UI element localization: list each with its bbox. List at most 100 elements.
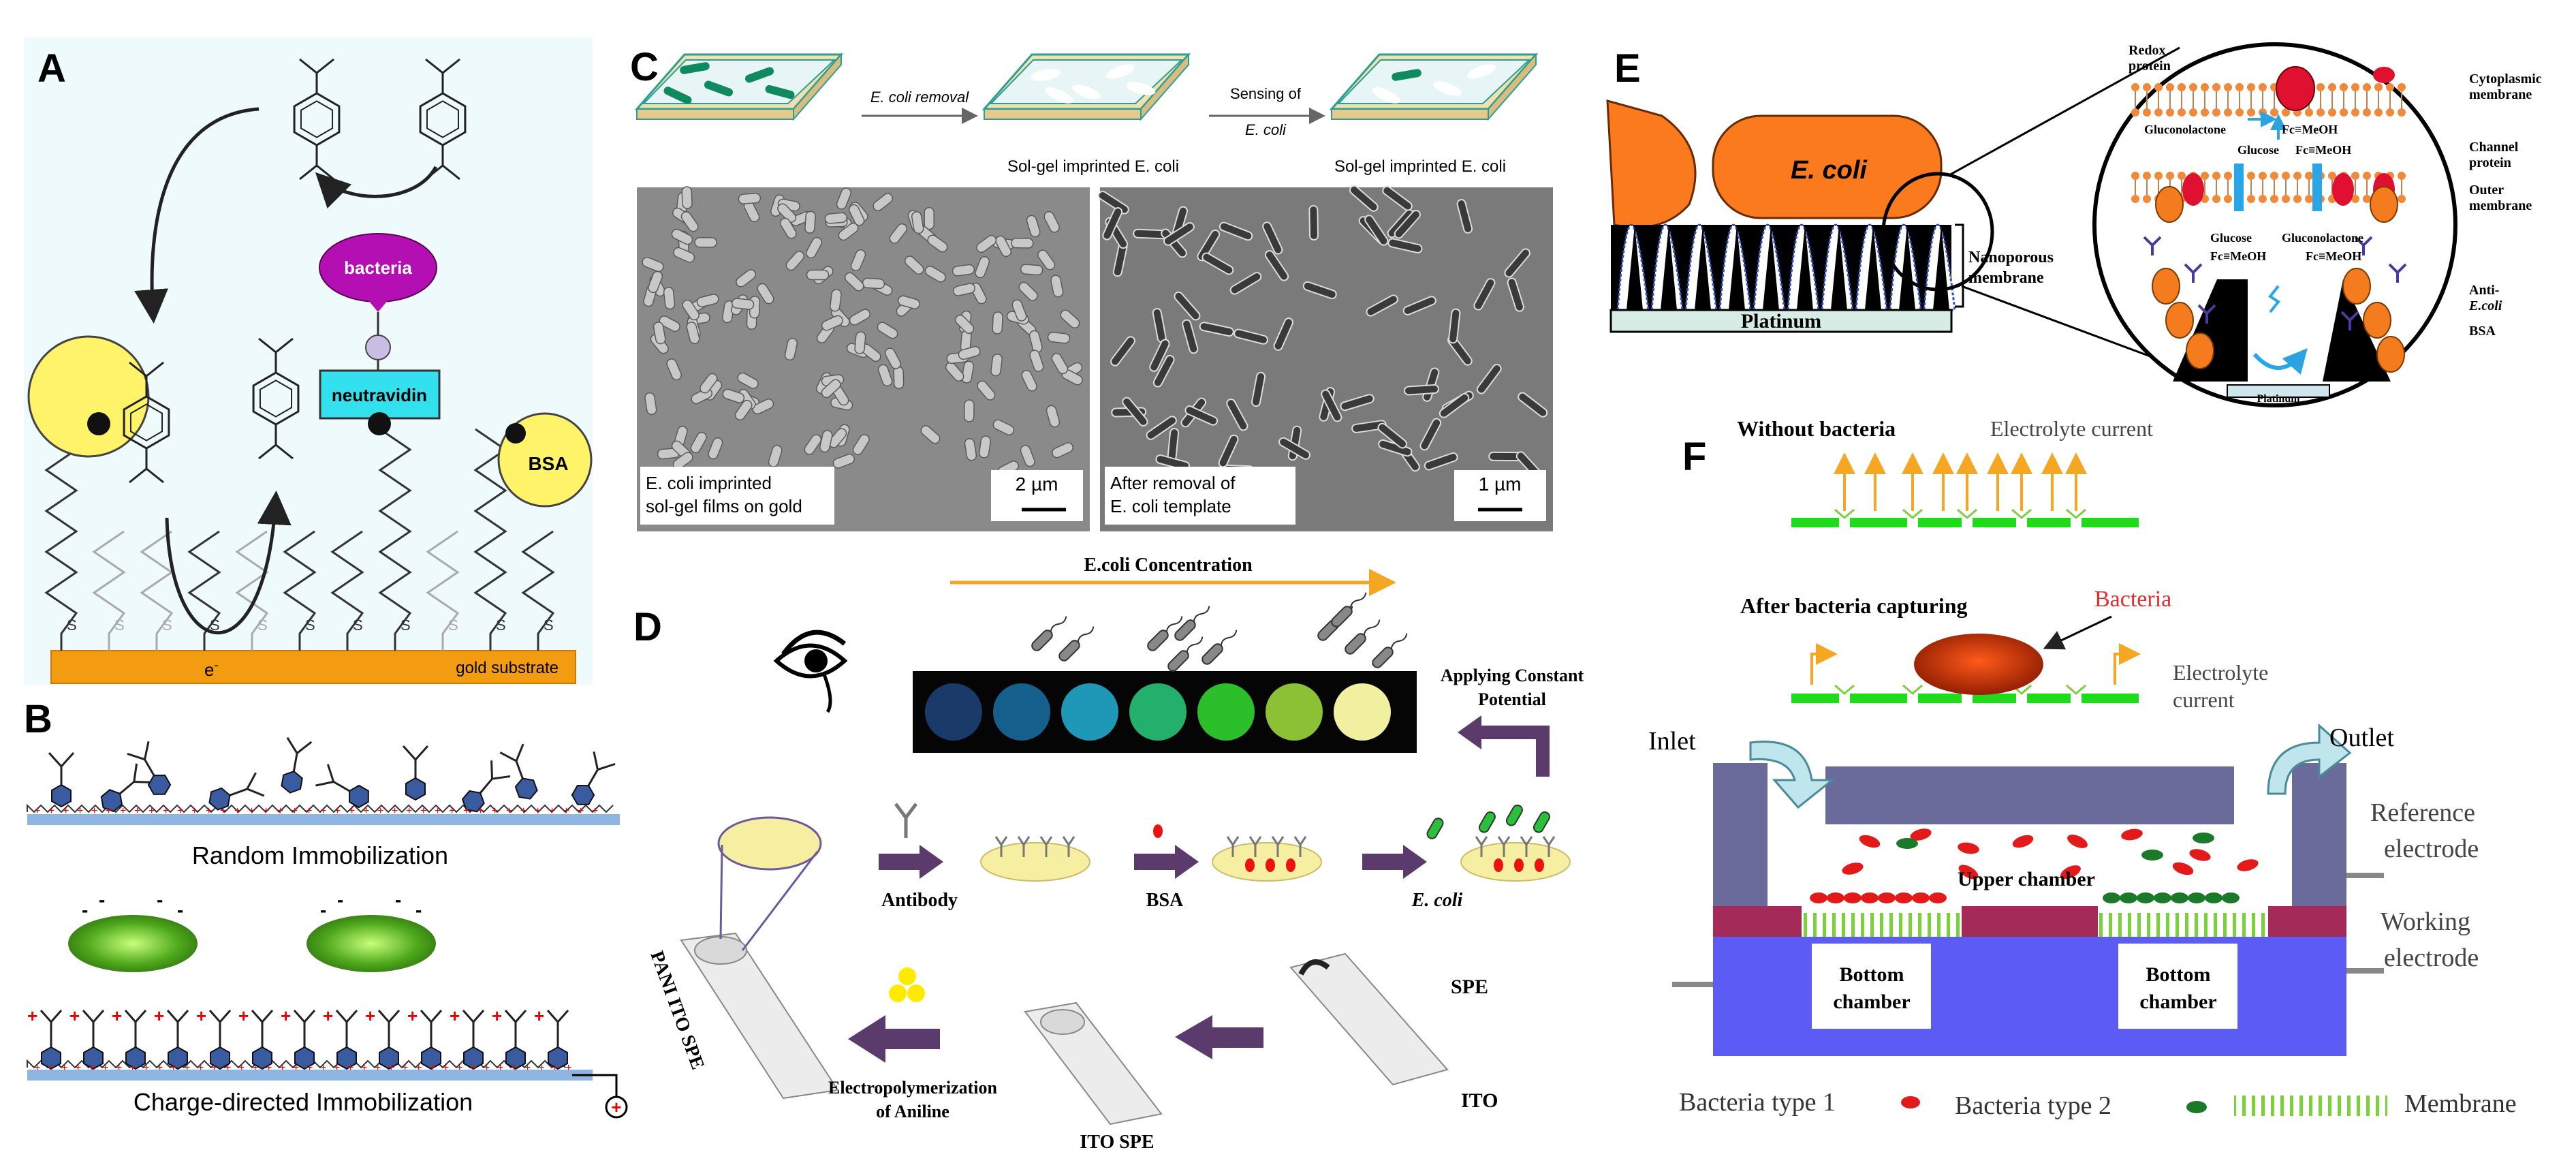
lipid-head [2259,172,2267,180]
pore-gap [1839,694,1850,703]
inlet-label: Inlet [1648,727,1696,756]
color-well [1129,683,1187,741]
surface-charge-plus: + [263,805,269,817]
lipid-head [2259,108,2267,117]
phage-head [548,1046,568,1070]
methyl [442,164,460,181]
sem-cavity [1308,205,1319,241]
redox-arrow-left [134,107,260,324]
electron-label: e- [204,658,218,680]
sem-rod [1021,369,1037,392]
surface-charge-plus: + [177,805,183,817]
surface-charge-plus: + [435,805,441,817]
sem2-scale-label: 1 µm [1479,473,1522,495]
ecoli-flagellated [1345,619,1381,655]
slide-side [1140,52,1189,121]
surface-charge-plus: + [157,1062,163,1074]
thiol-chain [92,530,126,651]
sem-cavity [1199,322,1234,337]
oriented-antibody-icon: + [154,1006,189,1070]
sem-rod [777,203,797,223]
sem-cavity [1278,437,1311,460]
methyl [275,444,294,460]
surface-charge-plus: + [148,805,155,817]
ecoli-flagellated [1031,616,1067,651]
sem-cavity [1146,416,1177,440]
cyto-label-2: membrane [2469,87,2532,102]
surface-charge-plus: + [578,805,584,817]
flagellum [1390,633,1408,649]
sem-rod [964,399,975,422]
nanopore-spike [1831,225,1847,310]
redox-arrow-bottom [165,491,292,635]
sem-rod [785,251,805,271]
sem-cavity [1251,371,1266,407]
bacteria-type-2 [2141,850,2163,860]
phage-head [100,789,123,813]
sem-cavity [1518,392,1548,418]
antibody-arm [133,763,138,782]
bsa-drop [1286,858,1295,872]
antibody-arm [246,772,257,790]
oriented-antibody-icon: + [323,1006,358,1070]
antibody-icon [281,736,313,794]
sem-cavity [1366,294,1398,317]
flagellum [1349,592,1367,608]
charge-plus: + [407,1006,418,1026]
sem-rod [708,437,723,460]
oriented-antibody-icon: + [196,1006,232,1070]
lipid-head [2328,172,2336,180]
working-electrode-right [2268,906,2346,937]
electropoly-label-2: of Aniline [876,1102,949,1121]
surface-charge-plus: + [388,1062,394,1074]
lipid-head [2212,83,2220,91]
lipid-head [2178,83,2186,91]
surface-charge-plus: + [34,1062,40,1074]
pore-gap [2016,694,2027,703]
captured-type-1 [1878,892,1896,903]
antibody-arm [515,743,524,762]
electrode-wire [572,1074,618,1097]
phage-head [461,790,485,813]
lipid-head [2224,83,2232,91]
bacteria-charge-minus: - [415,899,422,920]
surface-charge-plus: + [238,1062,245,1074]
pore-receptor [1834,508,1855,519]
right-wall [2292,763,2346,906]
aniline-dot-2 [907,984,925,1002]
surface-charge-plus: + [191,805,198,817]
nanopore-spike [1763,225,1779,310]
phage-head [348,784,369,809]
lipid-head [2398,108,2406,117]
antibody-icon [402,745,429,801]
surface-charge-plus: + [511,1062,517,1074]
process-arrows [879,803,1444,879]
captured-type-2 [2137,892,2154,903]
anti-label-1: Anti- [2469,283,2499,298]
lipid-head [2178,172,2186,180]
biotin-dot-center [368,412,391,435]
sem-rod [927,234,948,253]
ecoli-flagellated [1058,626,1095,662]
lipid-head [2212,108,2220,117]
ecoli-step-label: E. coli [1411,890,1463,911]
thiol-sulfur-label: S [67,617,77,634]
sem-cavity [1394,210,1421,239]
sem-cavity [1174,291,1201,321]
surface-charge-plus: + [266,1062,272,1074]
sem-rods-imprinted [642,186,1083,477]
sem-rod [830,289,842,312]
pore-receptor [1902,508,1923,519]
antibody-arm [286,736,298,754]
antibody-icon [100,763,153,813]
lipid-head [2224,172,2232,180]
lipid-head [2363,108,2371,117]
anti-ecoli-antibody [2388,263,2407,283]
legend-membrane-swatch [2234,1096,2387,1116]
sem-rod [752,399,774,415]
sem-cavity [1184,405,1219,426]
charge-plus: + [112,1006,122,1026]
sem-rod [671,228,693,245]
sem2-scale-box [1454,470,1546,521]
antibody-arm [402,745,417,761]
